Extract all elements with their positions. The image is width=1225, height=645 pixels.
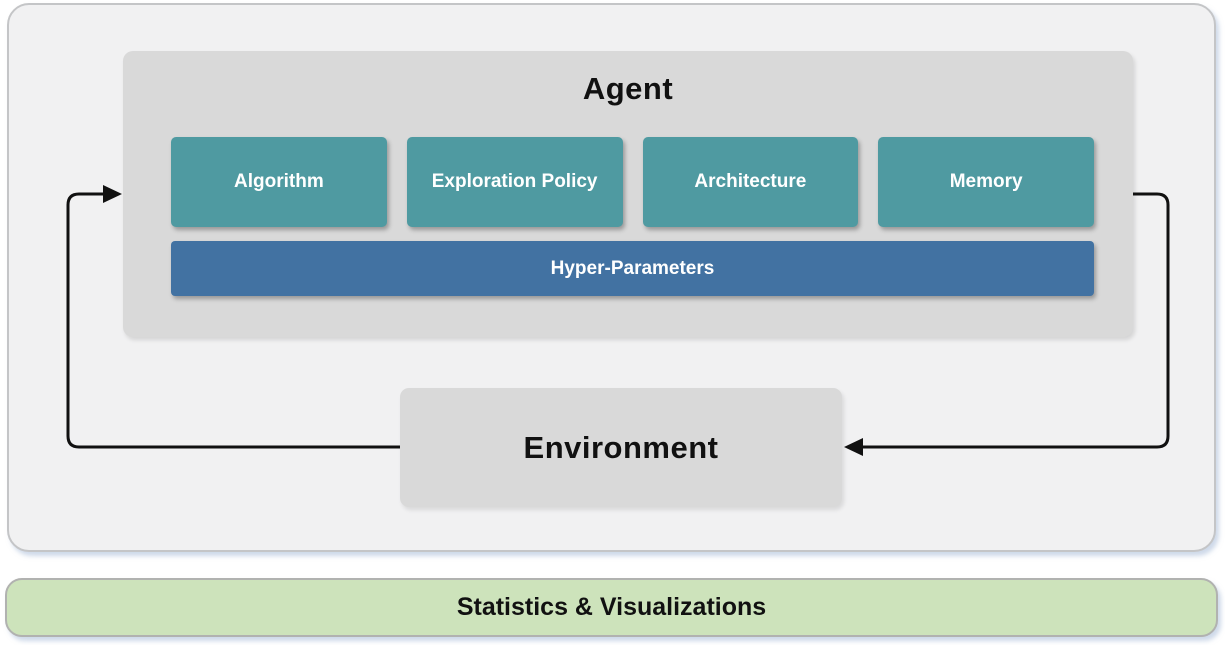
- component-box-exploration-policy: Exploration Policy: [406, 137, 623, 227]
- component-box-memory: Memory: [878, 137, 1094, 227]
- agent-group-box: Agent Algorithm Exploration Policy Archi…: [123, 51, 1133, 337]
- environment-box: Environment: [400, 388, 842, 507]
- statistics-visualizations-bar: Statistics & Visualizations: [5, 578, 1218, 637]
- agent-component-row: Algorithm Exploration Policy Architectur…: [171, 137, 1094, 227]
- agent-title: Agent: [582, 71, 674, 106]
- hyper-parameters-bar: Hyper-Parameters: [171, 241, 1094, 296]
- component-box-architecture: Architecture: [642, 137, 859, 227]
- component-box-algorithm: Algorithm: [171, 137, 387, 227]
